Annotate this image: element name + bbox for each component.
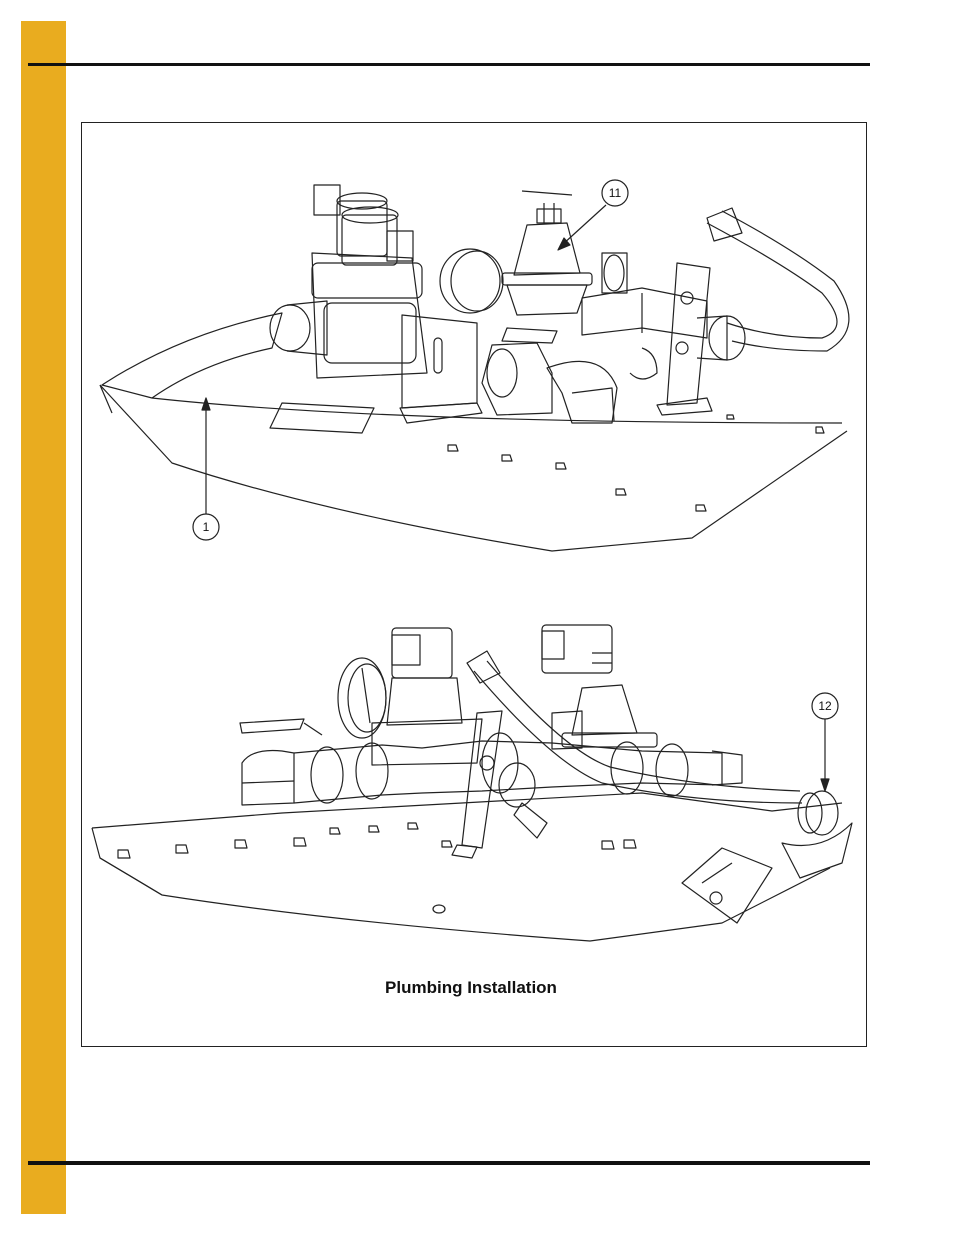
- callout-1-label: 1: [203, 520, 210, 534]
- figure-frame: 1 11 12 Plumbing Installation: [81, 122, 867, 1047]
- figure-caption: Plumbing Installation: [346, 978, 596, 998]
- upper-assembly-drawing: [100, 185, 849, 551]
- plumbing-illustration: 1 11 12: [82, 123, 866, 1046]
- side-color-bar: [21, 21, 66, 1214]
- lower-plate-nuts: [118, 823, 636, 858]
- footer-rule: [28, 1161, 870, 1165]
- callout-12-label: 12: [818, 699, 832, 713]
- lower-assembly-drawing: [92, 625, 852, 941]
- plate-nuts: [448, 415, 824, 511]
- callout-11-label: 11: [609, 186, 622, 200]
- header-rule: [28, 63, 870, 66]
- callout-1-leader: [193, 398, 219, 540]
